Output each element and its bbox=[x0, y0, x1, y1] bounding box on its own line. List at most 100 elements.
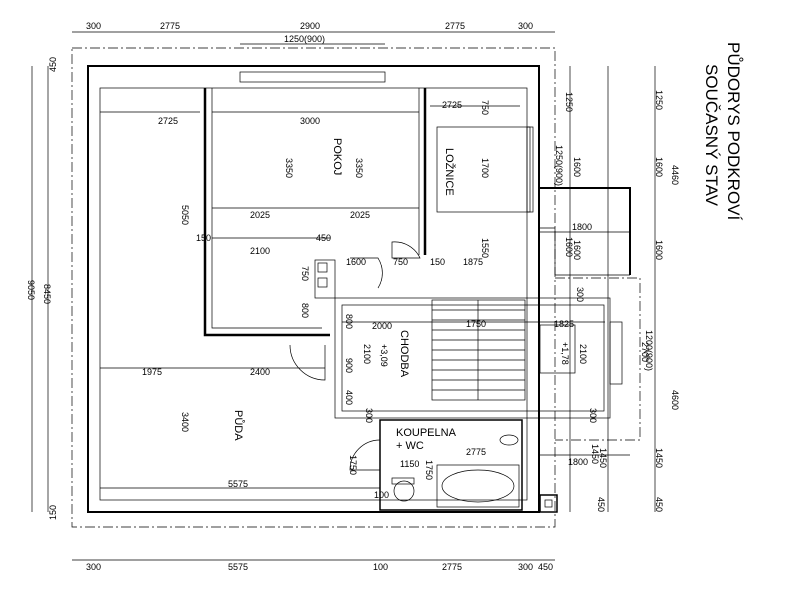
dim-2100c: 2100 bbox=[578, 344, 588, 364]
dim-bottom-5: 300 bbox=[518, 562, 533, 572]
bathroom-box bbox=[379, 419, 523, 511]
dim-top-5: 300 bbox=[518, 21, 533, 31]
dim-1550: 1550 bbox=[480, 238, 490, 258]
pokoj-wall-inner bbox=[211, 88, 322, 329]
dim-right-b-1: 1250 bbox=[654, 90, 664, 110]
dim-bottom-3: 100 bbox=[373, 562, 388, 572]
dim-1700: 1700 bbox=[480, 158, 490, 178]
dim-5050: 5050 bbox=[180, 205, 190, 225]
dim-300b: 300 bbox=[588, 408, 598, 423]
toilet-tank bbox=[391, 477, 415, 485]
outer-boundary bbox=[71, 47, 556, 528]
room-koupelna: KOUPELNA bbox=[396, 427, 457, 439]
dim-top-sub: 1250(900) bbox=[284, 34, 325, 44]
dim-right-d: 1250(900) bbox=[554, 145, 564, 186]
dim-2400: 2400 bbox=[250, 367, 270, 377]
dim-1600: 1600 bbox=[346, 257, 366, 267]
dim-3350b: 3350 bbox=[354, 158, 364, 178]
room-wc: + WC bbox=[396, 440, 424, 452]
dim-bottom-2: 5575 bbox=[228, 562, 248, 572]
chimney-box bbox=[314, 259, 336, 299]
dimension-lines bbox=[31, 31, 656, 561]
room-loznice: LOŽNICE bbox=[443, 148, 456, 196]
dim-100: 100 bbox=[374, 490, 389, 500]
level-2: +1,78 bbox=[560, 342, 570, 365]
dim-5575: 5575 bbox=[228, 479, 248, 489]
door-puda bbox=[289, 344, 326, 381]
dim-1825: 1825 bbox=[554, 319, 574, 329]
dim-1150: 1150 bbox=[400, 459, 419, 469]
dim-1750: 1750 bbox=[466, 319, 486, 329]
dim-1800b: 1800 bbox=[568, 457, 588, 467]
dim-2725a: 2725 bbox=[158, 116, 178, 126]
dim-2775: 2775 bbox=[466, 447, 486, 457]
title-line1: PŮDORYS PODKROVÍ bbox=[724, 42, 743, 221]
room-puda: PŮDA bbox=[232, 410, 245, 441]
title-line2: SOUČASNÝ STAV bbox=[702, 64, 721, 207]
dim-3400: 3400 bbox=[180, 412, 190, 432]
dim-bottom-4: 2775 bbox=[442, 562, 462, 572]
dim-right-a-6: 1450 bbox=[590, 444, 600, 464]
toilet bbox=[393, 480, 415, 502]
dim-right-b-5: 1450 bbox=[654, 448, 664, 468]
dim-right-a-7: 450 bbox=[596, 497, 606, 512]
dim-top-4: 2775 bbox=[445, 21, 465, 31]
dim-3350a: 3350 bbox=[284, 158, 294, 178]
dim-300a: 300 bbox=[364, 408, 374, 423]
dim-400: 400 bbox=[344, 390, 354, 405]
room-chodba: CHODBA bbox=[398, 330, 410, 378]
sink bbox=[499, 434, 519, 446]
corridor-inner bbox=[341, 304, 605, 412]
dim-left-outer: 9050 bbox=[26, 280, 36, 300]
dim-2725b: 2725 bbox=[442, 100, 462, 110]
dim-3000: 3000 bbox=[300, 116, 320, 126]
dim-right-a-1600b: 1600 bbox=[654, 240, 664, 260]
chimney-a bbox=[317, 262, 328, 273]
door-corridor bbox=[350, 257, 383, 289]
dim-800b: 800 bbox=[344, 314, 354, 329]
corridor-window bbox=[609, 321, 623, 385]
dim-right-b-3: 1600 bbox=[654, 157, 664, 177]
pokoj-wall bbox=[203, 88, 330, 337]
chimney-b bbox=[317, 277, 328, 288]
dim-1450: 1450 bbox=[598, 448, 608, 468]
door-bathroom bbox=[349, 439, 381, 471]
right-annex bbox=[539, 227, 630, 276]
outer-wall bbox=[87, 65, 540, 513]
room-pokoj: POKOJ bbox=[331, 138, 343, 175]
dim-800a: 800 bbox=[300, 303, 310, 318]
dim-right-a-4: 300 bbox=[575, 287, 585, 302]
dim-right-b-6: 450 bbox=[654, 497, 664, 512]
dim-2000: 2000 bbox=[372, 321, 392, 331]
post bbox=[539, 494, 558, 513]
dim-750a: 750 bbox=[480, 100, 490, 115]
dim-150a: 150 bbox=[196, 233, 211, 243]
loznice-right-wall bbox=[538, 66, 631, 275]
dim-right-a-3: 1600 bbox=[564, 237, 574, 257]
dim-left-top: 450 bbox=[48, 57, 58, 72]
dim-450: 450 bbox=[316, 233, 331, 243]
dim-top-1: 300 bbox=[86, 21, 101, 31]
staircase bbox=[431, 299, 526, 401]
dim-2025a: 2025 bbox=[250, 210, 270, 220]
dim-bottom-6: 450 bbox=[538, 562, 553, 572]
post-inner bbox=[544, 499, 553, 508]
dim-1875: 1875 bbox=[463, 257, 483, 267]
loznice-window bbox=[526, 126, 534, 213]
dim-right-c: 1200(900) bbox=[644, 330, 654, 371]
loznice-box bbox=[436, 126, 531, 213]
dim-1975: 1975 bbox=[142, 367, 162, 377]
dim-right-a-5: 2700 bbox=[640, 342, 650, 362]
dim-top-3: 2900 bbox=[300, 21, 320, 31]
dim-right-a-1: 1250 bbox=[564, 92, 574, 112]
bathtub-basin bbox=[441, 469, 515, 503]
dim-2100b: 2100 bbox=[362, 344, 372, 364]
dim-1750b: 1750 bbox=[348, 455, 358, 475]
dim-left-inner: 8450 bbox=[42, 284, 52, 304]
door-pokoj bbox=[391, 241, 421, 259]
dim-2025b: 2025 bbox=[350, 210, 370, 220]
dim-750c: 750 bbox=[393, 257, 408, 267]
top-window bbox=[239, 71, 386, 83]
landing-box bbox=[539, 324, 576, 374]
